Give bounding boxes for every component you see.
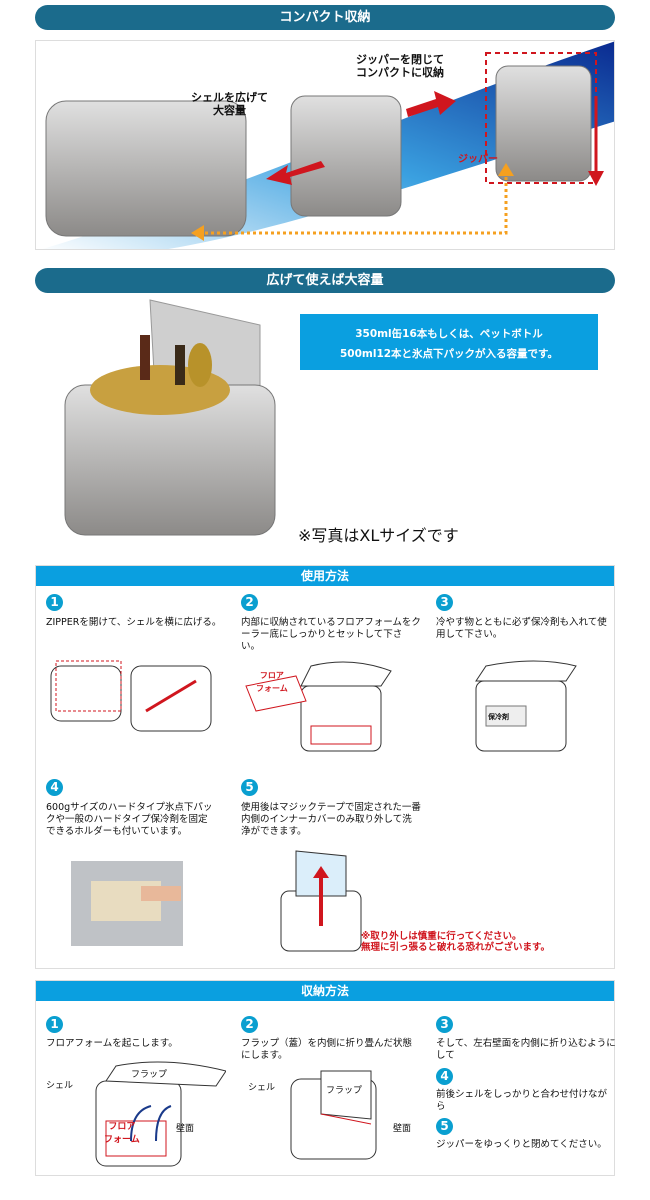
storage-step5-text: ジッパーをゆっくりと閉めてください。: [436, 1139, 607, 1150]
banner-large-capacity: 広げて使えば大容量: [35, 268, 615, 293]
label-close-compact: ジッパーを閉じて コンパクトに収納: [356, 53, 444, 79]
storage-step3-text: そして、左右壁面を内側に折り込むようにして: [436, 1038, 616, 1061]
step3-illustration: [475, 660, 577, 752]
step-number-2: 2: [241, 594, 258, 611]
flap-label-1: フラップ: [131, 1070, 168, 1080]
banner-large-label: 広げて使えば大容量: [266, 273, 384, 288]
step-number-3: 3: [436, 594, 453, 611]
hero-image: シェルを広げて 大容量 ジッパーを閉じて コンパクトに収納 ジッパー: [35, 40, 615, 250]
step-number-5: 5: [241, 779, 258, 796]
storage-number-5: 5: [436, 1118, 453, 1135]
usage-step4-text: 600gサイズのハードタイプ氷点下パックや一般のハードタイプ保冷剤を固定できるホ…: [46, 802, 213, 837]
step-number-4: 4: [46, 779, 63, 796]
storage-step1-illustration: [95, 1061, 226, 1167]
capacity-line2: 500ml12本と氷点下パックが入る容量です。: [339, 348, 559, 360]
cooler-photo: [64, 299, 276, 536]
step2-illustration: [245, 661, 392, 752]
banner-compact-label: コンパクト収納: [279, 10, 371, 25]
step-number-1: 1: [46, 594, 63, 611]
storage-number-4: 4: [436, 1068, 453, 1085]
capacity-line1: 350ml缶16本もしくは、ペットボトル: [355, 328, 543, 340]
storage-title: 収納方法: [36, 981, 614, 1001]
storage-number-3: 3: [436, 1016, 453, 1033]
wall-label-1: 壁面: [176, 1124, 195, 1134]
step5-illustration: [280, 850, 362, 952]
storage-step2-text: フラップ（蓋）を内側に折り畳んだ状態にします。: [241, 1038, 413, 1061]
storage-step1-text: フロアフォームを起こします。: [46, 1038, 178, 1049]
usage-title: 使用方法: [36, 566, 614, 586]
storage-number-1: 1: [46, 1016, 63, 1033]
floor-form-label-storage: フロア フォーム: [104, 1122, 140, 1145]
step4-photo: [71, 861, 183, 946]
ice-pack-label: 保冷剤: [488, 713, 509, 721]
storage-section: 収納方法 1 フロアフォームを起こします。 2 フラップ（蓋）を内側に折り畳んだ…: [35, 980, 616, 1176]
capacity-box: 350ml缶16本もしくは、ペットボトル 500ml12本と氷点下パックが入る容…: [300, 314, 598, 370]
usage-section: 使用方法 1 ZIPPERを開けて、シェルを横に広げる。 2 内部に収納されてい…: [35, 565, 615, 969]
storage-step4-text: 前後シェルをしっかりと合わせ付けながら: [436, 1089, 608, 1112]
step1-illustration: [50, 660, 212, 732]
shell-label-2: シェル: [248, 1083, 276, 1093]
label-zipper: ジッパー: [458, 154, 498, 165]
xl-size-note: ※写真はXLサイズです: [298, 526, 459, 545]
flap-label-2: フラップ: [326, 1086, 363, 1096]
storage-number-2: 2: [241, 1016, 258, 1033]
banner-compact-top: コンパクト収納: [35, 5, 615, 30]
storage-step2-illustration: [290, 1070, 377, 1160]
wall-label-2: 壁面: [393, 1124, 412, 1134]
warning-text: ※取り外しは慎重に行ってください。 無理に引っ張ると破れる恐れがございます。: [361, 931, 551, 953]
usage-step3-text: 冷やす物とともに必ず保冷剤も入れて使用して下さい。: [436, 617, 607, 640]
usage-step5-text: 使用後はマジックテープで固定された一番内側のインナーカバーのみ取り外して洗浄がで…: [241, 802, 421, 837]
shell-label-1: シェル: [46, 1081, 74, 1091]
usage-step1-text: ZIPPERを開けて、シェルを横に広げる。: [46, 617, 222, 628]
label-open-large: シェルを広げて 大容量: [191, 91, 268, 117]
usage-step2-text: 内部に収納されているフロアフォームをクーラー底にしっかりとセットして下さい。: [241, 617, 421, 652]
floor-form-label: フロア フォーム: [256, 671, 288, 693]
hero-illustration: [42, 41, 614, 249]
